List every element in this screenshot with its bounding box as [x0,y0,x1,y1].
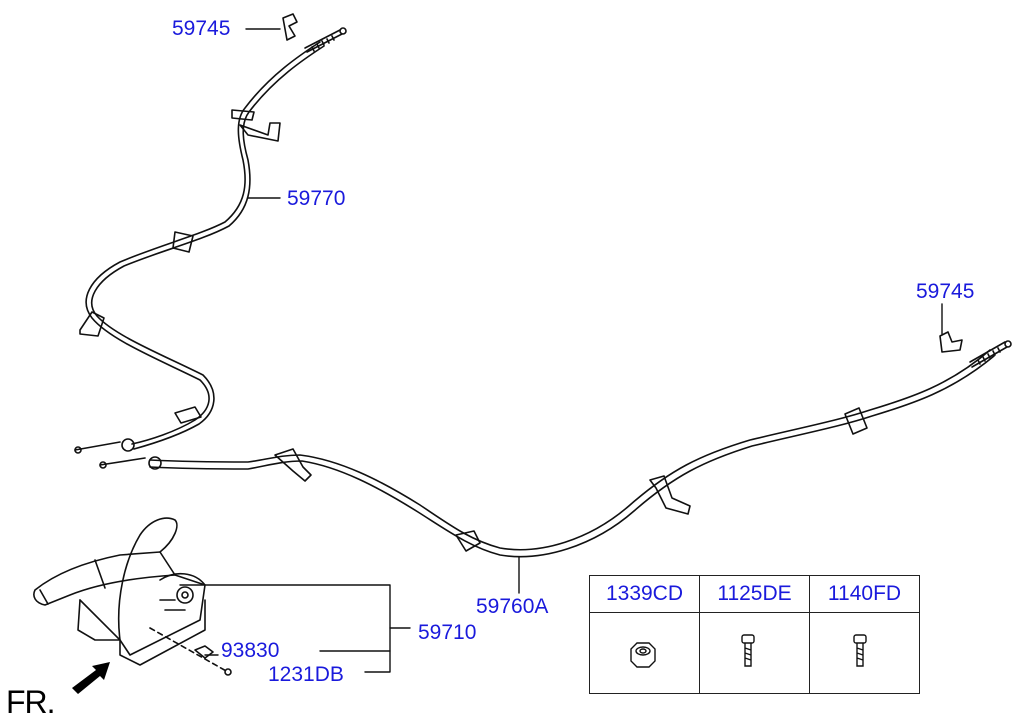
label-cable-left: 59770 [287,187,346,210]
label-cable-main: 59760A [476,595,549,618]
label-switch: 93830 [221,639,280,662]
clip-59745-top [282,13,298,41]
label-bolt: 1231DB [268,663,344,686]
thread-end-top [304,29,343,53]
parts-pic-3 [809,612,920,694]
parts-code-3: 1140FD [809,575,920,613]
thread-end-right [969,341,1008,368]
parts-code-2: 1125DE [699,575,810,613]
front-arrow-icon [72,662,110,694]
left-cable-59770 [85,41,325,450]
clip-59745-right [939,331,963,353]
leader-lines [179,28,943,673]
parts-pic-1 [589,612,700,694]
label-clip-right: 59745 [916,280,975,303]
parts-pic-2 [699,612,810,694]
label-clip-top: 59745 [172,17,231,40]
parts-code-1: 1339CD [589,575,700,613]
parts-table: 1339CD 1125DE 1140FD [589,575,920,694]
parking-brake-lever [33,517,232,676]
main-cable-59760A [149,349,995,558]
label-lever-assy: 59710 [418,621,477,644]
front-marker: FR. [6,684,56,720]
